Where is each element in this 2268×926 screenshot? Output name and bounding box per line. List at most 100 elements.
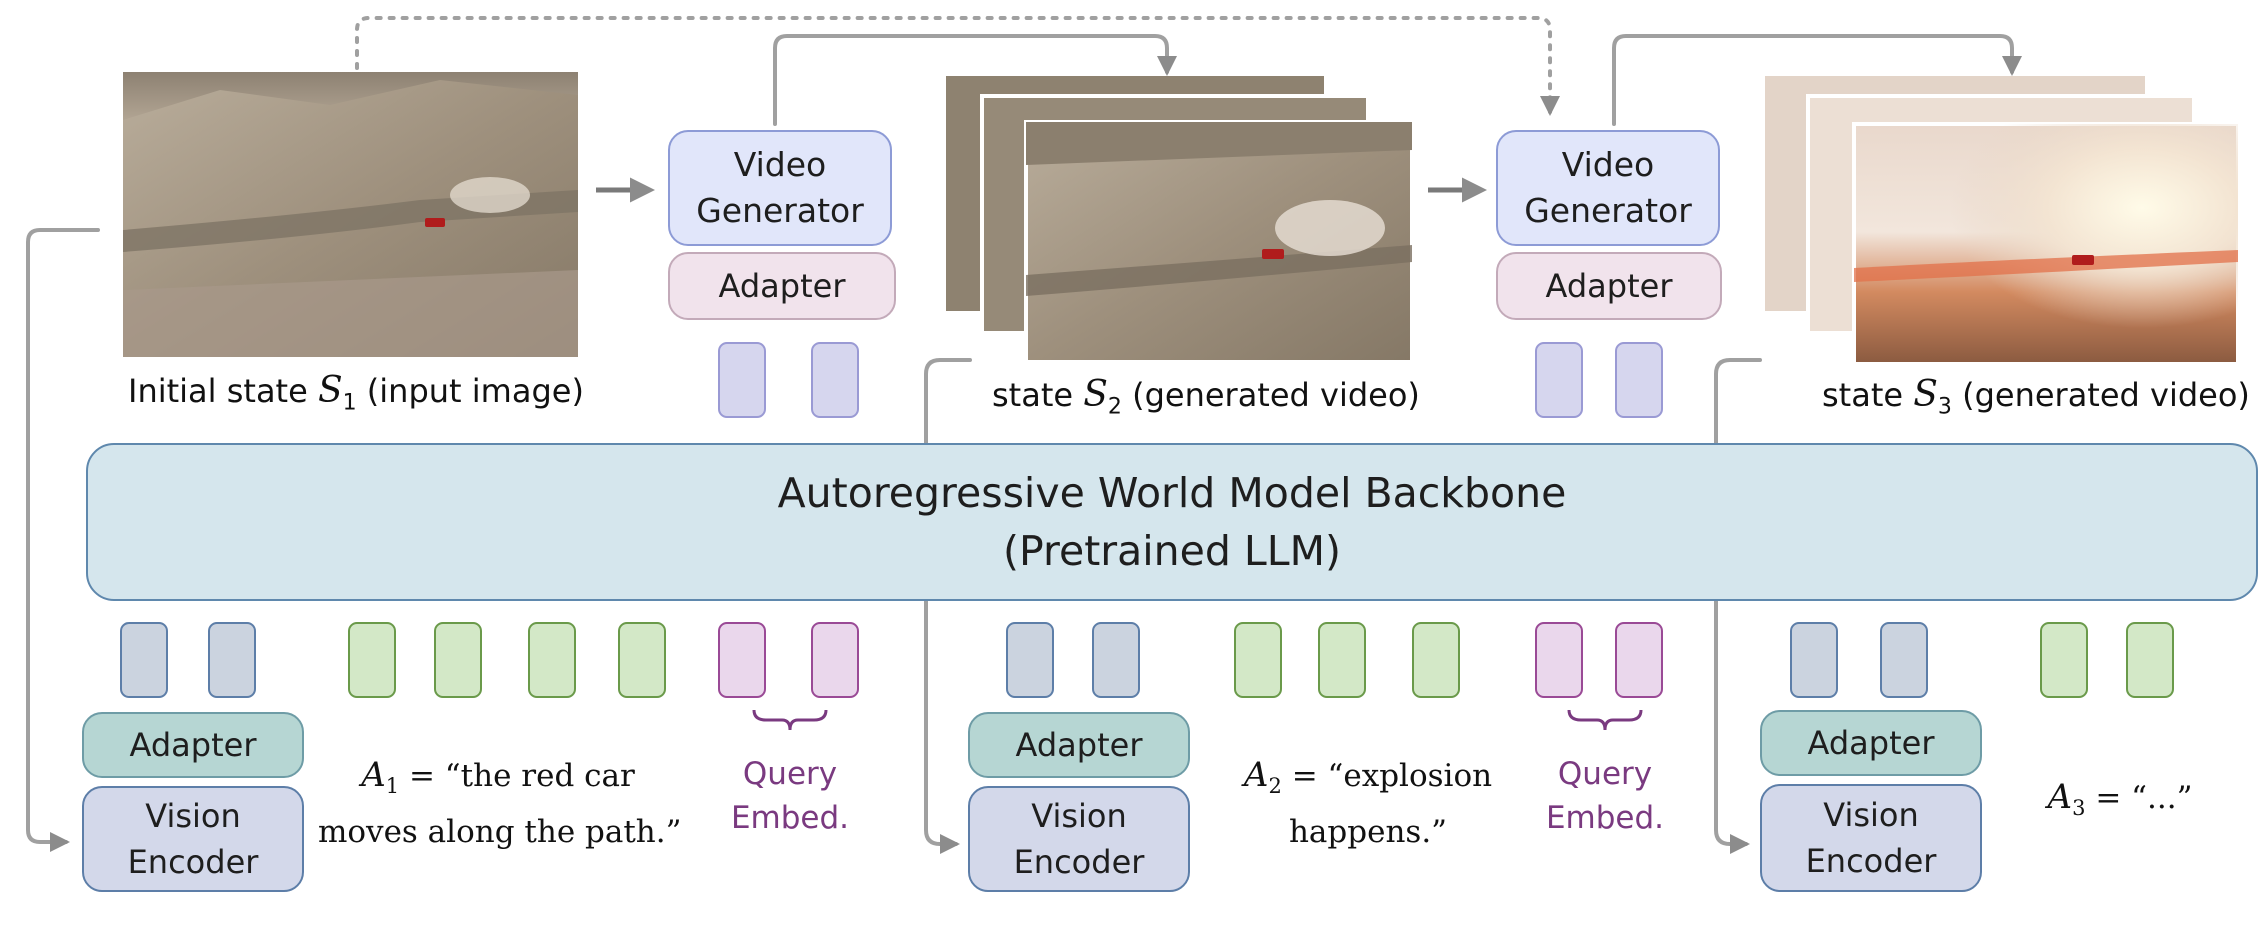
- state-2-sub: 2: [1107, 394, 1122, 420]
- action-2-sub: 2: [1268, 774, 1282, 799]
- state-1-sub: 1: [342, 390, 357, 416]
- state-3-suffix: (generated video): [1951, 376, 2250, 414]
- action-1-line2: moves along the path.”: [318, 814, 682, 851]
- state-2-to-encoder-2-arrow: [924, 358, 972, 854]
- text-token: [348, 622, 396, 698]
- encoder-adapter-3: Adapter: [1760, 710, 1982, 776]
- action-2-text: A2 = “explosion happens.”: [1228, 752, 1508, 855]
- text-token: [618, 622, 666, 698]
- vision-encoder-2-line2: Encoder: [1013, 843, 1145, 881]
- visual-token: [1790, 622, 1838, 698]
- text-token: [1412, 622, 1460, 698]
- action-2-text-line1: = “explosion: [1281, 758, 1493, 794]
- text-token: [2126, 622, 2174, 698]
- text-token: [1234, 622, 1282, 698]
- video-generator-1-line1: Video: [733, 145, 827, 184]
- video-generator-2-line2: Generator: [1524, 191, 1692, 230]
- action-3-text: A3 = “...”: [2030, 774, 2210, 831]
- video-generator-2: Video Generator: [1496, 130, 1720, 246]
- query-embed-1-line1: Query: [742, 756, 838, 792]
- visual-token: [1880, 622, 1928, 698]
- output-token: [718, 342, 766, 418]
- video-generator-2-line1: Video: [1561, 145, 1655, 184]
- encoder-adapter-2-label: Adapter: [1015, 726, 1143, 764]
- vision-encoder-3-line1: Vision: [1823, 796, 1919, 834]
- generator-adapter-1: Adapter: [668, 252, 896, 320]
- state-3-video-frames: [1765, 76, 2240, 366]
- encoder-adapter-1-label: Adapter: [129, 726, 257, 764]
- query-embed-label-1: Query Embed.: [720, 752, 860, 840]
- action-2-var: A: [1243, 755, 1269, 795]
- action-1-sub: 1: [385, 774, 400, 799]
- generator-adapter-1-label: Adapter: [718, 267, 846, 305]
- text-token: [528, 622, 576, 698]
- text-token: [2040, 622, 2088, 698]
- state-1-var: S: [317, 370, 343, 411]
- video-generator-1: Video Generator: [668, 130, 892, 246]
- action-1-line1: A1 = “the red car: [318, 752, 678, 809]
- action-3-var: A: [2047, 777, 2073, 817]
- state-1-suffix: (input image): [356, 372, 584, 410]
- output-token: [1535, 342, 1583, 418]
- visual-token: [208, 622, 256, 698]
- query-token: [811, 622, 859, 698]
- state-3-to-encoder-3-arrow: [1714, 358, 1762, 854]
- state-2-suffix: (generated video): [1121, 376, 1420, 414]
- visual-token: [120, 622, 168, 698]
- text-token: [434, 622, 482, 698]
- encoder-adapter-2: Adapter: [968, 712, 1190, 778]
- world-model-backbone: Autoregressive World Model Backbone (Pre…: [86, 443, 2258, 601]
- vision-encoder-3-line2: Encoder: [1805, 842, 1937, 880]
- query-embed-2-line2: Embed.: [1545, 800, 1665, 836]
- visual-token: [1006, 622, 1054, 698]
- state-2-prefix: state: [992, 376, 1084, 414]
- output-token: [1615, 342, 1663, 418]
- initial-state-image: [123, 72, 578, 357]
- state-1-prefix: Initial state: [128, 372, 318, 410]
- action-2-line2: happens.”: [1288, 814, 1448, 851]
- vision-encoder-1-line1: Vision: [145, 797, 241, 835]
- state-3-sub: 3: [1937, 394, 1952, 420]
- encoder-adapter-3-label: Adapter: [1807, 724, 1935, 762]
- state-3-label: state S3 (generated video): [1822, 374, 2250, 419]
- action-1-text: A1 = “the red car moves along the path.”: [318, 752, 682, 855]
- action-3-line1: A3 = “...”: [2030, 774, 2210, 831]
- state-2-video-frames: [946, 76, 1414, 364]
- generator-2-to-state-3-arrow: [1612, 34, 2022, 126]
- output-token: [811, 342, 859, 418]
- action-3-text-line1: = “...”: [2085, 780, 2193, 816]
- query-brace-1: [752, 709, 828, 731]
- generator-1-to-state-2-arrow: [773, 34, 1177, 126]
- generator-adapter-2: Adapter: [1496, 252, 1722, 320]
- query-token: [1615, 622, 1663, 698]
- query-token: [1535, 622, 1583, 698]
- text-token: [1318, 622, 1366, 698]
- query-token: [718, 622, 766, 698]
- vision-encoder-2-line1: Vision: [1031, 797, 1127, 835]
- query-embed-1-line2: Embed.: [730, 800, 850, 836]
- query-embed-label-2: Query Embed.: [1535, 752, 1675, 840]
- state-3-prefix: state: [1822, 376, 1914, 414]
- encoder-adapter-1: Adapter: [82, 712, 304, 778]
- state-3-var: S: [1913, 374, 1938, 415]
- action-1-var: A: [361, 755, 386, 795]
- backbone-subtitle: (Pretrained LLM): [1003, 527, 1341, 575]
- vision-encoder-2: Vision Encoder: [968, 786, 1190, 892]
- backbone-title: Autoregressive World Model Backbone: [777, 469, 1567, 517]
- vision-encoder-1-line2: Encoder: [127, 843, 259, 881]
- query-brace-2: [1567, 709, 1643, 731]
- state-1-to-encoder-1-arrow: [26, 228, 100, 852]
- state-1-label: Initial state S1 (input image): [128, 370, 584, 415]
- action-3-sub: 3: [2072, 796, 2086, 821]
- visual-token: [1092, 622, 1140, 698]
- action-2-line1: A2 = “explosion: [1228, 752, 1508, 809]
- state-2-var: S: [1083, 374, 1108, 415]
- dotted-feedback-arrow: [355, 16, 1560, 116]
- query-embed-2-line1: Query: [1557, 756, 1653, 792]
- state-2-label: state S2 (generated video): [992, 374, 1420, 419]
- vision-encoder-1: Vision Encoder: [82, 786, 304, 892]
- action-1-text-line1: = “the red car: [399, 758, 635, 794]
- vision-encoder-3: Vision Encoder: [1760, 784, 1982, 892]
- generator-adapter-2-label: Adapter: [1545, 267, 1673, 305]
